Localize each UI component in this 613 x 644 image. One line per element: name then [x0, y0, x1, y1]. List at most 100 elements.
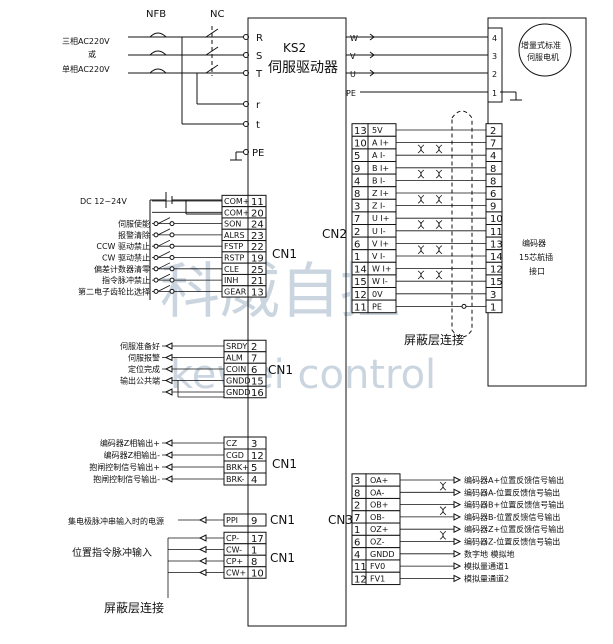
- signal-label: 定位完成: [128, 364, 160, 374]
- pulse-input-label: 位置指令脉冲输入: [72, 546, 152, 559]
- motor-pin-w: W: [350, 34, 358, 43]
- encoder-pin-box: [485, 299, 503, 314]
- pin-number: 12: [251, 451, 264, 462]
- motor-label-2: 伺服电机: [527, 52, 559, 62]
- dc-supply-label: DC 12~24V: [80, 197, 127, 206]
- switch-contact: [153, 255, 159, 260]
- signal-name: OA-: [370, 488, 384, 497]
- signal-name: BRK+: [226, 463, 249, 472]
- encoder-pin-number: 1: [490, 302, 496, 313]
- pin-number: 7: [354, 214, 360, 225]
- cn1-pulse-conn-label: CN1: [270, 551, 295, 565]
- motor-num-4: 4: [492, 34, 497, 43]
- pin-number: 6: [354, 538, 360, 549]
- encoder-pin-number: 11: [490, 227, 503, 238]
- signal-label: 伺服报警: [128, 353, 160, 363]
- supply-line-2: 或: [88, 49, 96, 59]
- signal-name: GNDD: [370, 550, 395, 559]
- output-label: 编码器B-位置反馈信号输出: [464, 512, 560, 522]
- arrow-icon: [453, 488, 462, 497]
- twist-icon: [435, 220, 443, 229]
- encoder-pin-number: 2: [490, 126, 496, 137]
- arrow-icon: [198, 568, 207, 577]
- pin-box: [247, 513, 267, 527]
- cn1-ppi-conn-label: CN1: [270, 513, 295, 527]
- switch-contact: [153, 221, 159, 227]
- signal-label: 第二电子齿轮比选择: [78, 286, 150, 296]
- signal-name: 5V: [372, 126, 383, 135]
- encoder-pin-number: 8: [490, 164, 496, 175]
- twist-icon: [417, 245, 425, 255]
- pin-number: 15: [354, 277, 367, 288]
- arrow-icon: [453, 525, 462, 534]
- motor-label-1: 增量式标准: [521, 40, 561, 50]
- pin-number: 8: [354, 189, 360, 200]
- pin-number: 8: [251, 557, 257, 568]
- terminal-aux-r: r: [256, 100, 261, 111]
- encoder-pin-number: 13: [490, 239, 503, 250]
- terminal-pe: PE: [252, 148, 264, 159]
- signal-label: 偏差计数器清零: [94, 264, 150, 274]
- pin-number: 23: [251, 231, 264, 242]
- pin-box: [247, 472, 267, 486]
- switch-contact: [169, 232, 175, 238]
- twist-icon: [435, 270, 443, 280]
- signal-name: CW+: [226, 569, 246, 578]
- pin-number: 1: [354, 252, 360, 263]
- twist-icon: [439, 506, 447, 516]
- switch-contact: [153, 288, 159, 294]
- pin-number: 7: [251, 354, 257, 365]
- dc-supply-wiring: [149, 192, 222, 300]
- arrow-icon: [453, 562, 462, 570]
- twist-icon: [435, 169, 443, 179]
- motor-pin-u: U: [350, 70, 356, 79]
- arrow-icon: [453, 574, 462, 583]
- twist-icon: [435, 194, 443, 204]
- signal-name: SON: [224, 220, 241, 229]
- pin-number: 4: [354, 550, 360, 561]
- supply-line-1: 三相AC220V: [62, 36, 110, 46]
- encoder-pin-number: 4: [490, 151, 496, 162]
- output-label: 编码器Z+位置反馈信号输出: [464, 524, 564, 534]
- signal-name: INH: [224, 276, 238, 285]
- arrow-icon: [164, 451, 173, 459]
- signal-name: CLE: [224, 265, 239, 274]
- signal-name: OA+: [370, 476, 388, 485]
- nc-label: NC: [210, 9, 224, 20]
- motor-pin-pe: PE: [346, 89, 356, 98]
- pin-number: 13: [354, 126, 367, 137]
- arrow-icon: [164, 463, 173, 471]
- twist-icon: [417, 194, 425, 204]
- signal-name: B I+: [372, 164, 389, 173]
- signal-name: OZ+: [370, 525, 388, 534]
- encoder-box-3: 接口: [529, 266, 545, 276]
- switch-lever: [157, 251, 171, 258]
- motor-num-1: 1: [492, 89, 497, 98]
- switch-lever: [157, 273, 171, 281]
- switch-lever: [157, 262, 171, 270]
- switch-contact: [169, 255, 175, 260]
- pin-number: 3: [251, 439, 257, 450]
- signal-name: ALRS: [224, 231, 245, 240]
- output-label: 数字地 模拟地: [464, 549, 515, 559]
- watermark-en: kewei control: [170, 352, 436, 398]
- encoder-pin-number: 10: [490, 214, 503, 225]
- signal-name: U I-: [372, 227, 386, 236]
- signal-name: W I+: [372, 265, 392, 274]
- signal-name: PPI: [226, 516, 238, 525]
- pin-number: 6: [354, 239, 360, 250]
- switch-lever: [157, 285, 171, 292]
- signal-name: FV1: [370, 574, 385, 583]
- signal-label: 报警清除: [118, 230, 150, 240]
- signal-label: 输出公共端: [120, 376, 160, 386]
- signal-label: 伺服准备好: [120, 341, 160, 351]
- signal-label: 编码器Z相输出-: [104, 450, 160, 460]
- supply-line-3: 单相AC220V: [62, 64, 110, 74]
- arrow-icon: [453, 549, 462, 558]
- ground-symbol-left: [230, 151, 244, 161]
- pin-number: 5: [354, 151, 360, 162]
